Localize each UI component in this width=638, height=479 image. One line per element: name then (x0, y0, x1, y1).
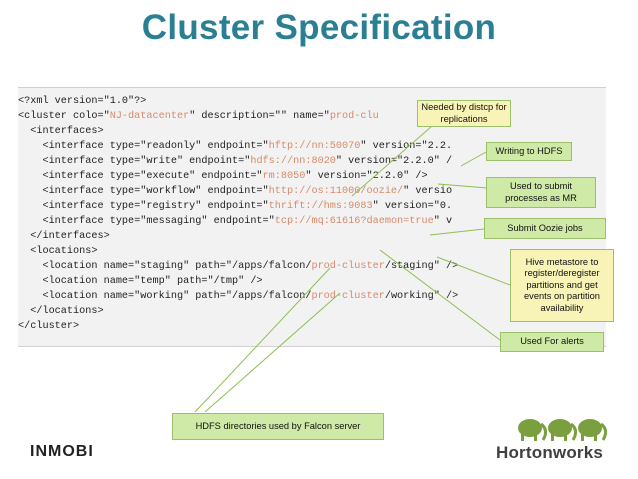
code-line: </interfaces> (18, 231, 110, 242)
code-panel: <?xml version="1.0"?> <cluster colo="NJ-… (18, 87, 606, 347)
callout-alerts: Used For alerts (500, 332, 604, 352)
code-line: <locations> (18, 246, 98, 257)
callout-hdfs-dirs: HDFS directories used by Falcon server (172, 413, 384, 440)
elephant-herd-icon (518, 419, 608, 441)
code-line: <location name="working" path="/apps/fal… (18, 291, 459, 302)
callout-hive: Hive metastore to register/deregister pa… (510, 249, 614, 322)
leader-line-hdfs-dirs-1 (194, 267, 331, 413)
code-line: <interfaces> (18, 126, 104, 137)
code-line: <?xml version="1.0"?> (18, 96, 147, 107)
code-line: <interface type="messaging" endpoint="tc… (18, 216, 453, 227)
callout-mr: Used to submit processes as MR (486, 177, 596, 208)
callout-oozie: Submit Oozie jobs (484, 218, 606, 239)
leader-line-alerts (379, 249, 501, 341)
leader-line-hive (436, 256, 511, 286)
code-line: <location name="staging" path="/apps/fal… (18, 261, 459, 272)
hortonworks-logo: Hortonworks (496, 443, 604, 462)
slide-title: Cluster Specification (141, 8, 497, 47)
code-line: <interface type="registry" endpoint="thr… (18, 201, 453, 212)
code-line: <interface type="workflow" endpoint="htt… (18, 186, 453, 197)
code-line: <interface type="write" endpoint="hdfs:/… (18, 156, 453, 167)
code-line: </cluster> (18, 321, 80, 332)
code-line: <location name="temp" path="/tmp" /> (18, 276, 263, 287)
code-line: <interface type="execute" endpoint="rm:8… (18, 171, 428, 182)
leader-line-hdfs (460, 151, 487, 167)
code-line: </locations> (18, 306, 104, 317)
callout-distcp: Needed by distcp for replications (417, 100, 511, 127)
leader-line-distcp (351, 125, 433, 197)
leader-line-hdfs-dirs-2 (204, 292, 341, 413)
callout-hdfs: Writing to HDFS (486, 142, 572, 161)
code-line: <interface type="readonly" endpoint="hft… (18, 141, 453, 152)
code-line: <cluster colo="NJ-datacenter" descriptio… (18, 111, 379, 122)
inmobi-logo: INMOBI (30, 443, 94, 460)
